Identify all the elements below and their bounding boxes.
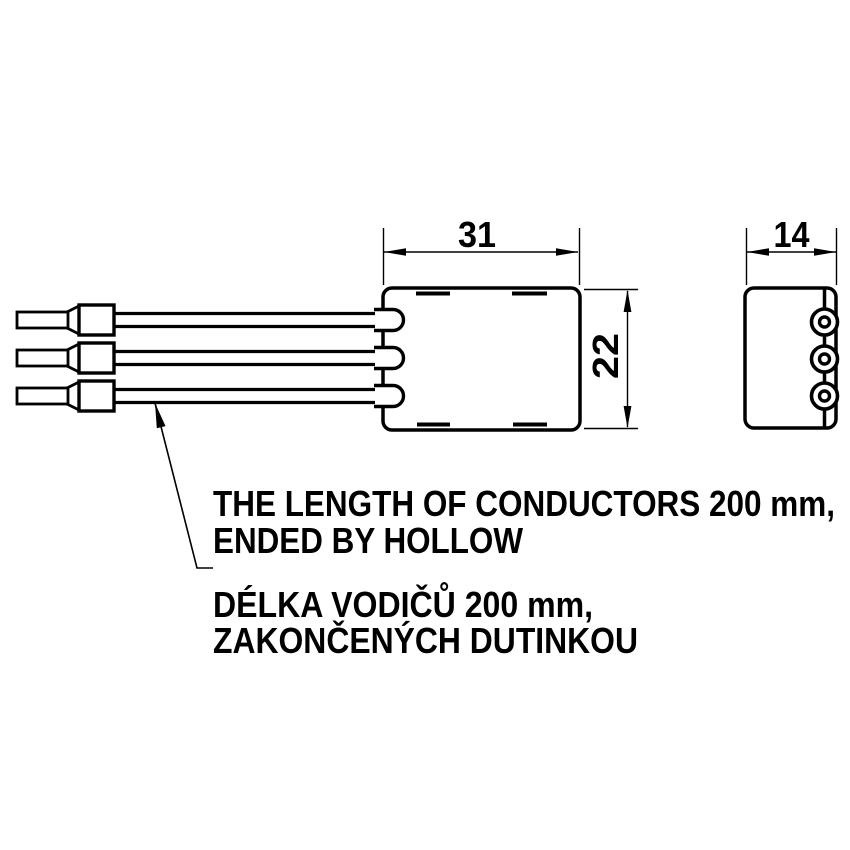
- ferrule-collar-2: [77, 341, 116, 375]
- note-en-line2: ENDED BY HOLLOW: [213, 520, 523, 561]
- dim31-arrow-left-icon: [384, 248, 406, 256]
- wire-entry-1: [374, 307, 406, 333]
- side-view: [743, 286, 840, 430]
- leader-path: [154, 402, 213, 569]
- body-bottom-slot-right: [513, 422, 547, 427]
- annotation-czech: DÉLKA VODIČŮ 200 mm, ZAKONČENÝCH DUTINKO…: [213, 580, 638, 661]
- dim14-arrow-left-icon: [747, 248, 769, 256]
- contact-2-inner: [817, 352, 832, 366]
- conductor-3: [15, 379, 406, 413]
- contact-1: [809, 307, 840, 337]
- dim31-arrow-right-icon: [556, 248, 578, 256]
- note-cs-line2: ZAKONČENÝCH DUTINKOU: [213, 619, 638, 661]
- body-top-slot-right: [512, 291, 547, 296]
- body-top-slot-left: [416, 291, 450, 296]
- connector-body-outline: [381, 286, 582, 432]
- leader-arrow-icon: [155, 403, 166, 429]
- dim31-extension-lines: [382, 228, 581, 285]
- dim14-extension-lines: [745, 228, 838, 285]
- body-bottom-slot-left: [417, 422, 450, 427]
- contact-1-inner: [817, 315, 832, 329]
- conductor-2: [15, 341, 406, 375]
- hollow-pin-1: [15, 310, 70, 330]
- hollow-pin-3: [15, 386, 70, 406]
- front-view: [381, 286, 582, 432]
- dim14-arrow-right-icon: [814, 248, 836, 256]
- dim22-value: 22: [585, 333, 626, 379]
- conductor-1: [15, 303, 406, 337]
- ferrule-collar-1: [77, 303, 116, 337]
- dimension-height-22: 22: [584, 288, 638, 430]
- annotation-english: THE LENGTH OF CONDUCTORS 200 mm, ENDED B…: [213, 483, 835, 561]
- ferrule-collar-3: [77, 379, 116, 413]
- wire-3: [112, 387, 375, 405]
- hollow-pin-2: [15, 348, 70, 368]
- dim22-arrow-bottom-icon: [623, 406, 632, 428]
- wire-entry-2: [374, 345, 406, 371]
- leader-line: [154, 402, 213, 569]
- dim22-extension-lines: [584, 288, 638, 430]
- note-cs-line1: DÉLKA VODIČŮ 200 mm,: [213, 580, 593, 625]
- dimension-depth-14: 14: [745, 214, 838, 285]
- wire-1: [112, 311, 375, 329]
- contact-3-inner: [817, 389, 832, 403]
- contact-2: [809, 344, 840, 374]
- dim31-value: 31: [458, 214, 496, 255]
- wire-2: [112, 349, 375, 367]
- dim22-arrow-top-icon: [623, 290, 632, 312]
- dim14-value: 14: [774, 214, 810, 255]
- dimension-width-31: 31: [382, 214, 581, 285]
- wire-entry-3: [374, 383, 406, 409]
- contact-3: [809, 381, 840, 411]
- note-en-line1: THE LENGTH OF CONDUCTORS 200 mm,: [213, 483, 835, 524]
